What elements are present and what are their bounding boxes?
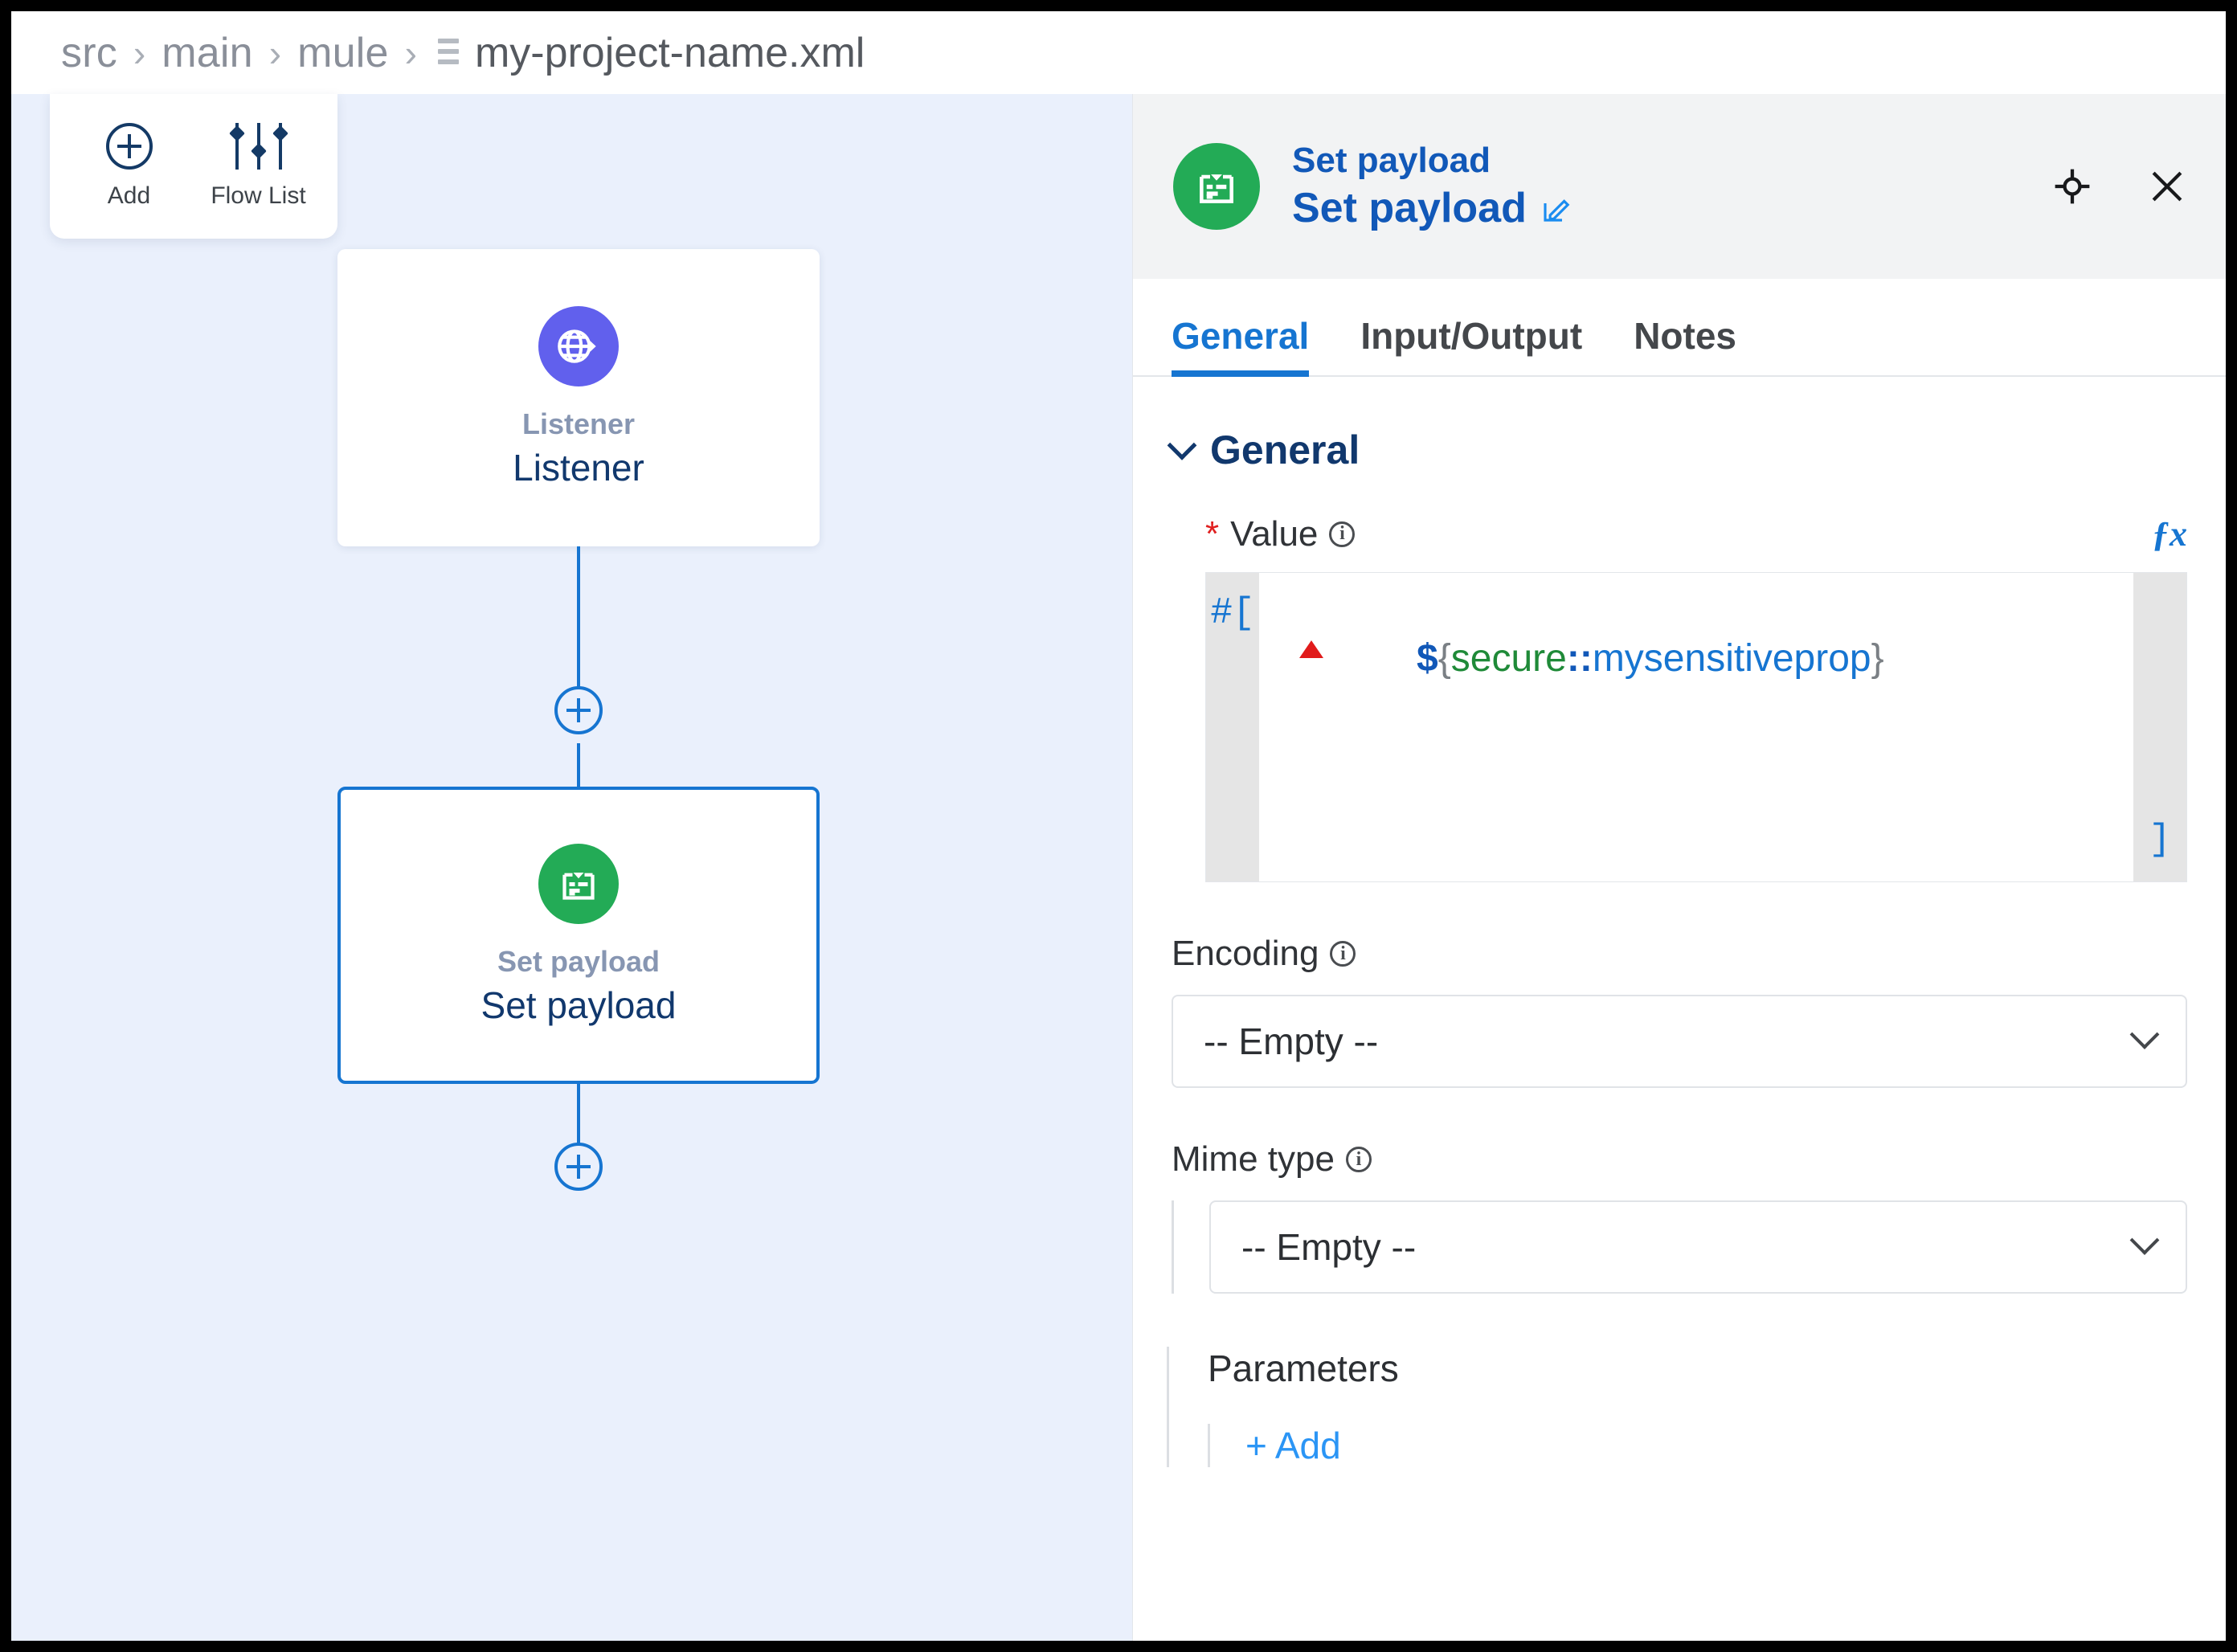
flow-node-title: Listener: [513, 447, 644, 489]
editor-code-line[interactable]: ${secure::mysensitiveprop}: [1259, 573, 2186, 881]
mime-type-select-wrap: -- Empty --: [1172, 1200, 2187, 1294]
value-field-label: * Value i: [1205, 513, 1356, 554]
add-button-label: Add: [107, 182, 151, 209]
set-payload-icon: [538, 844, 619, 924]
info-circle-icon[interactable]: i: [1345, 1147, 1372, 1172]
encoding-label-text: Encoding: [1172, 934, 1319, 973]
mime-type-select-value: -- Empty --: [1241, 1226, 1417, 1268]
value-field: * Value i ƒx #[ ${secure::mysensitivepro…: [1133, 513, 2226, 882]
required-marker: *: [1205, 513, 1220, 554]
plus-icon: +: [1245, 1425, 1267, 1466]
plus-circle-icon: [105, 123, 153, 170]
code-token-namespace: secure: [1450, 637, 1567, 680]
info-circle-icon[interactable]: i: [1330, 941, 1356, 967]
tab-input-output[interactable]: Input/Output: [1360, 315, 1583, 357]
mime-type-label-text: Mime type: [1172, 1139, 1335, 1179]
flow-add-step-button[interactable]: [554, 1143, 603, 1191]
breadcrumb-segment-main[interactable]: main: [162, 29, 253, 76]
breadcrumb-file-name[interactable]: my-project-name.xml: [474, 29, 865, 76]
flow-connector-line: [577, 546, 580, 699]
breadcrumb-separator-icon: ›: [268, 31, 282, 74]
encoding-label: Encoding i: [1172, 934, 2187, 974]
panel-header: Set payload Set payload: [1133, 94, 2226, 279]
parameters-add-button[interactable]: + Add: [1245, 1424, 1341, 1467]
breadcrumb: src › main › mule › my-project-name.xml: [11, 11, 2226, 94]
sliders-icon: [228, 123, 288, 170]
syntax-error-marker: [1299, 640, 1323, 658]
flow-list-button-label: Flow List: [211, 182, 306, 209]
parameters-add-label: Add: [1274, 1425, 1341, 1466]
mime-type-field: Mime type i -- Empty --: [1133, 1139, 2226, 1294]
xml-file-icon: [437, 38, 459, 67]
properties-panel: Set payload Set payload: [1132, 94, 2226, 1641]
breadcrumb-separator-icon: ›: [404, 31, 417, 74]
editor-open-bracket: #[: [1206, 573, 1259, 881]
general-section-header[interactable]: General: [1133, 377, 2226, 473]
app-window: src › main › mule › my-project-name.xml …: [11, 11, 2226, 1641]
general-section-title: General: [1210, 427, 1360, 472]
flow-list-button[interactable]: Flow List: [198, 123, 319, 210]
info-circle-icon[interactable]: i: [1329, 521, 1356, 547]
flow-canvas[interactable]: Add Flow List: [11, 94, 1132, 1641]
code-token-open-brace: {: [1437, 637, 1451, 680]
flow-connector-line: [577, 1084, 580, 1155]
value-label-text: Value: [1230, 513, 1319, 554]
flow-add-step-button[interactable]: [554, 686, 603, 734]
tab-notes[interactable]: Notes: [1634, 315, 1737, 357]
canvas-toolbar: Add Flow List: [50, 94, 337, 239]
panel-tabs: General Input/Output Notes: [1133, 279, 2226, 377]
globe-arrow-icon: [538, 306, 619, 386]
editor-close-bracket: ]: [2133, 573, 2186, 881]
encoding-select[interactable]: -- Empty --: [1172, 995, 2187, 1088]
panel-header-title-row: Set payload: [1292, 182, 1573, 235]
parameters-actions: + Add: [1208, 1424, 2226, 1467]
tab-general[interactable]: General: [1172, 314, 1310, 377]
chevron-down-icon: [1167, 430, 1197, 460]
code-token-close-brace: }: [1871, 637, 1884, 680]
flow-node-set-payload[interactable]: Set payload Set payload: [337, 787, 820, 1084]
code-token-colons: ::: [1566, 637, 1593, 680]
panel-header-subtitle: Set payload: [1292, 141, 1491, 180]
code-token-dollar: $: [1417, 637, 1438, 680]
pencil-edit-icon[interactable]: [1540, 192, 1573, 226]
breadcrumb-separator-icon: ›: [133, 31, 146, 74]
panel-header-title: Set payload: [1292, 185, 1527, 231]
chevron-down-icon: [2129, 1225, 2160, 1255]
panel-header-text: Set payload Set payload: [1292, 138, 1573, 235]
set-payload-icon: [1173, 143, 1260, 230]
code-token-property: mysensitiveprop: [1592, 637, 1871, 680]
add-button[interactable]: Add: [69, 123, 190, 210]
crosshair-focus-icon[interactable]: [2051, 165, 2094, 208]
breadcrumb-segment-src[interactable]: src: [61, 29, 117, 76]
panel-body: General * Value i ƒx #[ ${secure::mysens…: [1133, 377, 2226, 1641]
close-x-icon[interactable]: [2145, 165, 2189, 208]
flow-connector-line: [577, 743, 580, 788]
mime-type-select[interactable]: -- Empty --: [1209, 1200, 2187, 1294]
encoding-field: Encoding i -- Empty --: [1133, 934, 2226, 1088]
chevron-down-icon: [2129, 1020, 2160, 1049]
value-field-label-row: * Value i ƒx: [1205, 513, 2187, 554]
mime-type-label: Mime type i: [1172, 1139, 2187, 1180]
flow-node-title: Set payload: [481, 984, 677, 1026]
breadcrumb-segment-mule[interactable]: mule: [297, 29, 389, 76]
parameters-section: Parameters + Add: [1167, 1347, 2226, 1467]
value-code-editor[interactable]: #[ ${secure::mysensitiveprop} ]: [1205, 572, 2187, 882]
panel-header-actions: [2051, 165, 2189, 208]
flow-node-subtitle: Listener: [521, 407, 636, 440]
flow-node-subtitle: Set payload: [497, 945, 660, 978]
flow-node-listener[interactable]: Listener Listener: [337, 249, 820, 546]
fx-toggle-button[interactable]: ƒx: [2152, 514, 2187, 554]
parameters-title: Parameters: [1208, 1347, 1399, 1389]
encoding-select-value: -- Empty --: [1204, 1020, 1379, 1062]
